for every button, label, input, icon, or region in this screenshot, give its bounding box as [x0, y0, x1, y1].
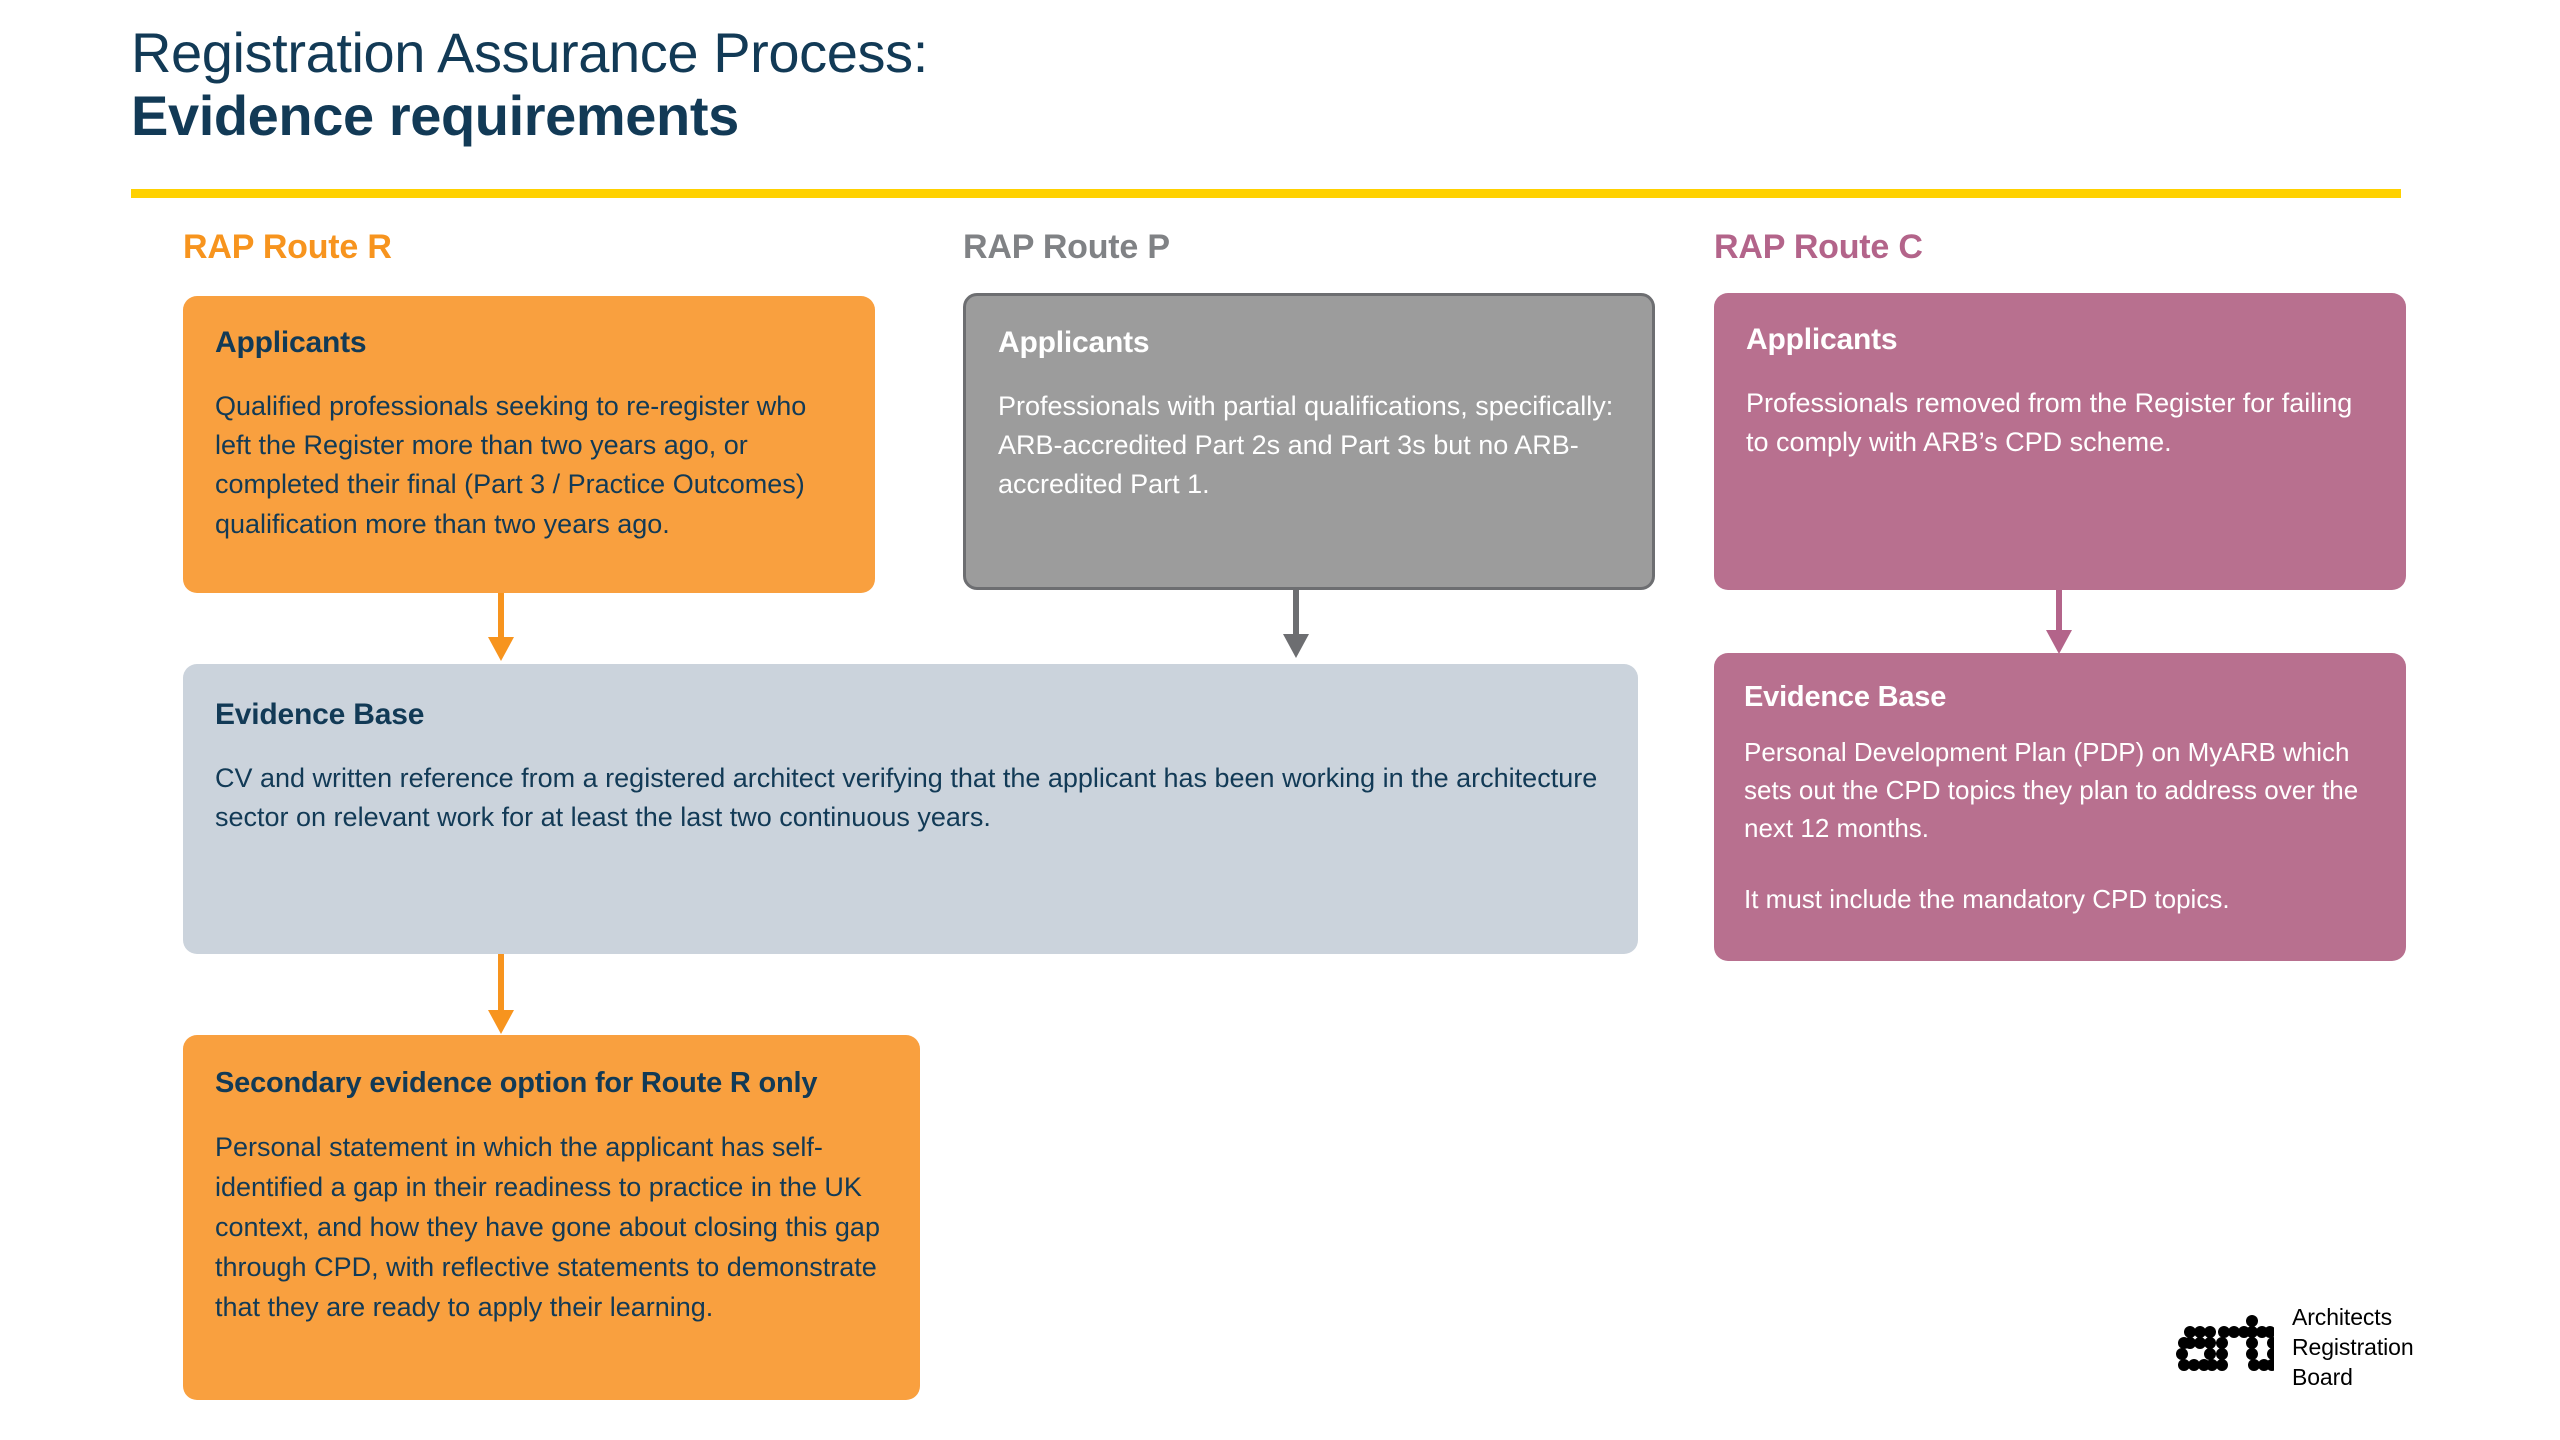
- card-title: Applicants: [215, 326, 367, 359]
- arrow-head: [1283, 634, 1309, 658]
- header-divider-rule: [131, 189, 2401, 198]
- card-title: Applicants: [1746, 323, 1898, 356]
- card-body-paragraph-2: It must include the mandatory CPD topics…: [1744, 884, 2230, 915]
- page-header: Registration Assurance Process: Evidence…: [131, 21, 2401, 147]
- page-title-line-2: Evidence requirements: [131, 83, 739, 147]
- arrow-shaft: [2056, 590, 2062, 632]
- card-title: Evidence Base: [1744, 681, 1947, 713]
- card-body: Qualified professionals seeking to re-re…: [215, 390, 807, 539]
- card-applicants-route-c: Applicants Professionals removed from th…: [1714, 293, 2406, 590]
- arrow-head: [488, 1010, 514, 1034]
- arb-logo-text-line-2: Registration: [2292, 1333, 2414, 1360]
- card-applicants-route-p: Applicants Professionals with partial qu…: [963, 293, 1655, 590]
- card-body: Professionals removed from the Register …: [1746, 387, 2353, 457]
- card-body: CV and written reference from a register…: [215, 762, 1598, 832]
- card-body-paragraph-1: Personal Development Plan (PDP) on MyARB…: [1744, 737, 2359, 843]
- column-header-route-p: RAP Route P: [963, 228, 1170, 266]
- column-header-route-r: RAP Route R: [183, 228, 392, 266]
- card-title: Evidence Base: [215, 698, 425, 731]
- arrow-head: [488, 637, 514, 661]
- card-evidence-base-route-c: Evidence Base Personal Development Plan …: [1714, 653, 2406, 961]
- arb-logo-text-line-3: Board: [2292, 1363, 2353, 1390]
- arrow-down-icon-route-p: [1283, 590, 1309, 660]
- arb-logo-text: Architects Registration Board: [2292, 1303, 2414, 1393]
- column-header-route-c: RAP Route C: [1714, 228, 1923, 266]
- page-title-line-1: Registration Assurance Process:: [131, 21, 928, 84]
- arrow-down-icon-route-c: [2046, 590, 2072, 656]
- card-applicants-route-r: Applicants Qualified professionals seeki…: [183, 296, 875, 593]
- card-body: Personal statement in which the applican…: [215, 1132, 880, 1323]
- arrow-down-icon-evidence-to-secondary: [488, 954, 514, 1036]
- arrow-shaft: [498, 593, 504, 639]
- card-evidence-base-route-r-and-p: Evidence Base CV and written reference f…: [183, 664, 1638, 954]
- arrow-head: [2046, 630, 2072, 654]
- arrow-shaft: [1293, 590, 1299, 636]
- arb-logo: Architects Registration Board: [2176, 1303, 2414, 1393]
- card-title: Secondary evidence option for Route R on…: [215, 1067, 818, 1099]
- card-title: Applicants: [998, 326, 1150, 359]
- arb-wordmark-icon: [2176, 1314, 2274, 1371]
- arrow-shaft: [498, 954, 504, 1012]
- card-body: Professionals with partial qualification…: [998, 390, 1614, 500]
- arb-logo-text-line-1: Architects: [2292, 1304, 2392, 1330]
- arrow-down-icon-route-r: [488, 593, 514, 663]
- card-secondary-evidence-route-r: Secondary evidence option for Route R on…: [183, 1035, 920, 1400]
